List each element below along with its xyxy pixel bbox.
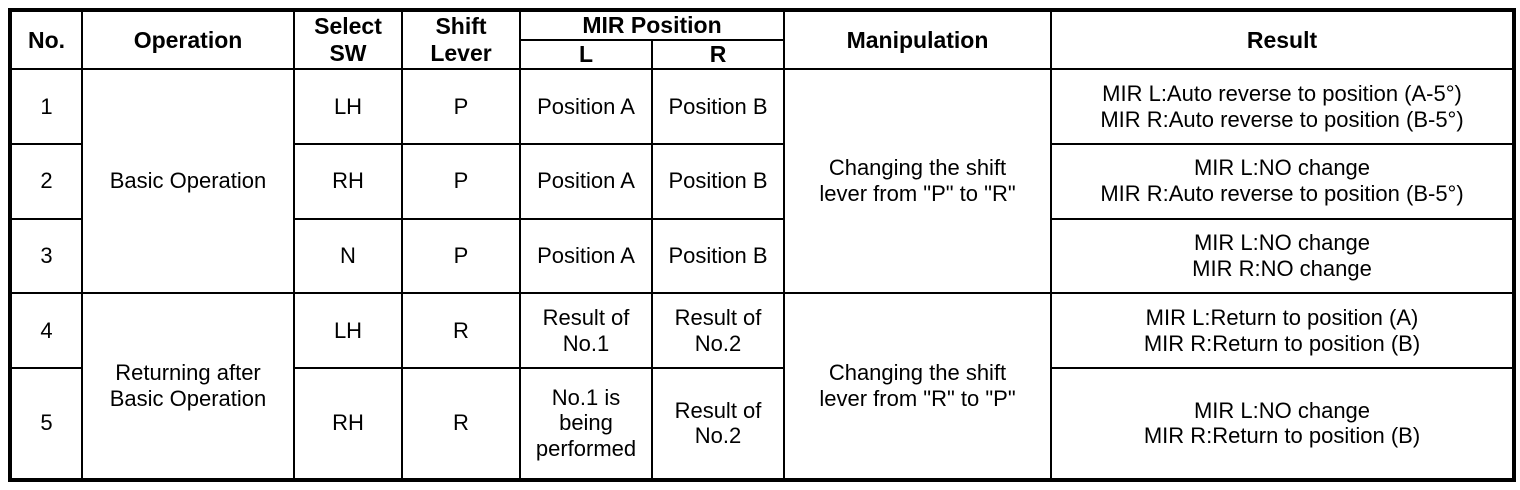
header-row-top: No. Operation Select SW Shift Lever MIR … — [9, 8, 1515, 71]
cell-no: 3 — [9, 217, 83, 295]
column-header-manipulation: Manipulation — [783, 8, 1052, 71]
column-header-mir-position: MIR Position — [519, 8, 785, 42]
cell-manipulation-group: Changing the shift lever from "R" to "P" — [783, 292, 1052, 481]
mir-position-spec-table: No. Operation Select SW Shift Lever MIR … — [8, 8, 1516, 482]
cell-result: MIR L:NO change MIR R:Return to position… — [1050, 366, 1515, 482]
cell-result: MIR L:NO change MIR R:Auto reverse to po… — [1050, 142, 1515, 220]
cell-mir-r: Position B — [651, 68, 785, 145]
cell-result: MIR L:Return to position (A) MIR R:Retur… — [1050, 292, 1515, 369]
table-row: 5 RH R No.1 is being performed Result of… — [9, 366, 1515, 482]
cell-no: 2 — [9, 142, 83, 220]
cell-no: 4 — [9, 292, 83, 369]
cell-select-sw: RH — [293, 142, 403, 220]
cell-mir-r: Position B — [651, 217, 785, 295]
spec-table-container: No. Operation Select SW Shift Lever MIR … — [8, 8, 1516, 482]
column-header-mir-l: L — [519, 39, 653, 71]
cell-mir-l: Position A — [519, 217, 653, 295]
table-body: 1 Basic Operation LH P Position A Positi… — [9, 68, 1515, 482]
cell-mir-l: Position A — [519, 68, 653, 145]
cell-shift-lever: P — [401, 142, 521, 220]
table-row: 3 N P Position A Position B MIR L:NO cha… — [9, 217, 1515, 295]
header-row-sub: L R — [10, 39, 1514, 71]
cell-result: MIR L:Auto reverse to position (A-5°) MI… — [1050, 68, 1515, 145]
cell-select-sw: LH — [293, 292, 403, 369]
cell-mir-l: Result of No.1 — [519, 292, 653, 369]
column-header-shift-lever: Shift Lever — [401, 8, 521, 71]
column-header-result: Result — [1050, 8, 1515, 71]
cell-result: MIR L:NO change MIR R:NO change — [1050, 217, 1515, 295]
cell-shift-lever: P — [401, 217, 521, 295]
cell-shift-lever: R — [401, 366, 521, 482]
cell-shift-lever: P — [401, 68, 521, 145]
cell-mir-l: No.1 is being performed — [519, 366, 653, 482]
cell-mir-l: Position A — [519, 142, 653, 220]
cell-select-sw: LH — [293, 68, 403, 145]
cell-operation-group: Basic Operation — [81, 68, 295, 295]
cell-mir-r: Result of No.2 — [651, 292, 785, 369]
cell-select-sw: N — [293, 217, 403, 295]
table-row: 2 RH P Position A Position B MIR L:NO ch… — [9, 142, 1515, 220]
cell-manipulation-group: Changing the shift lever from "P" to "R" — [783, 68, 1052, 295]
cell-no: 1 — [9, 68, 83, 145]
cell-shift-lever: R — [401, 292, 521, 369]
table-row: 1 Basic Operation LH P Position A Positi… — [9, 68, 1515, 295]
column-header-mir-r: R — [651, 39, 785, 71]
cell-mir-r: Result of No.2 — [651, 366, 785, 482]
column-header-no: No. — [9, 8, 83, 71]
cell-mir-r: Position B — [651, 142, 785, 220]
column-header-operation: Operation — [81, 8, 295, 71]
cell-no: 5 — [9, 366, 83, 482]
cell-select-sw: RH — [293, 366, 403, 482]
cell-operation-group: Returning after Basic Operation — [81, 292, 295, 481]
column-header-select-sw: Select SW — [293, 8, 403, 71]
table-header: No. Operation Select SW Shift Lever MIR … — [9, 8, 1515, 71]
table-row: 4 Returning after Basic Operation LH R R… — [9, 292, 1515, 481]
